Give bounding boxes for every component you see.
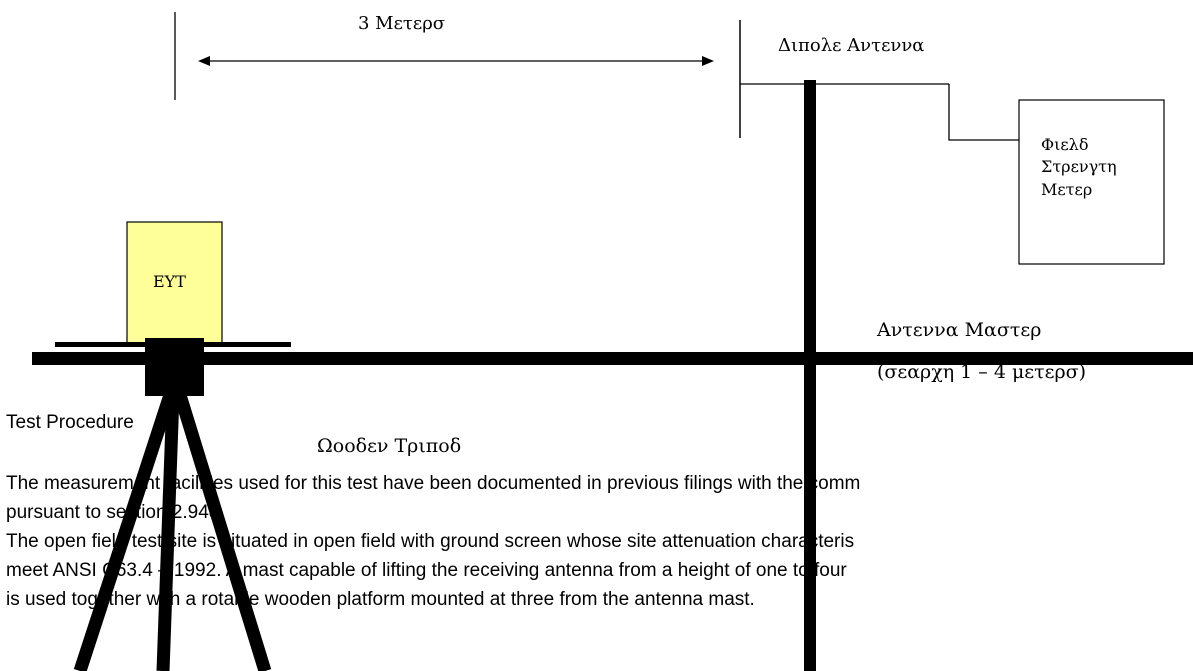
- distance-label: 3 Μετερσ: [358, 13, 445, 34]
- paragraph-1-line-1: The measurement facilities used for this…: [6, 473, 861, 494]
- ground-line: [32, 352, 1193, 365]
- eut-box: [126, 221, 223, 345]
- antenna-mast-label: Αντεννα Μαστερ: [876, 319, 1041, 341]
- dipole-antenna-label: Διπολε Αντεννα: [778, 35, 924, 56]
- paragraph-2-line-2: meet ANSI C63.4 – 1992. A mast capable o…: [6, 560, 847, 581]
- tripod-leg-right: [173, 393, 272, 671]
- meter-label-line-3: Μετερ: [1041, 180, 1092, 199]
- paragraph-2-line-3: is used together with a rotable wooden p…: [6, 589, 755, 610]
- eut-label: ΕΥΤ: [153, 272, 186, 291]
- meter-label-line-1: Φιελδ: [1041, 135, 1088, 154]
- antenna-mast-sublabel: (σεαρχη 1 – 4 μετερσ): [877, 361, 1086, 383]
- meter-label-line-2: Στρενγτη: [1041, 157, 1117, 176]
- meter-cable: [948, 84, 1019, 141]
- tripod-leg-left: [73, 392, 177, 671]
- procedure-heading: Test Procedure: [6, 412, 134, 433]
- tripod-label: Ωοοδεν Τριποδ: [317, 435, 461, 457]
- field-strength-meter-box: [1018, 99, 1165, 265]
- antenna-mast: [804, 80, 816, 671]
- tripod-leg-center: [156, 394, 180, 671]
- tripod-head: [145, 338, 204, 396]
